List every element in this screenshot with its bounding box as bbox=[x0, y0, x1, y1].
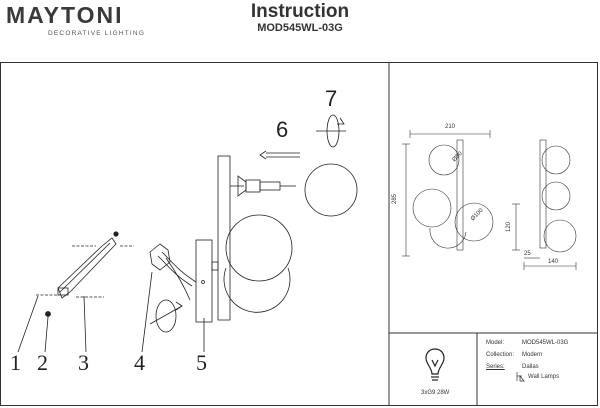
lamp-base-plate bbox=[195, 239, 213, 323]
lamp-base-screw bbox=[211, 261, 219, 271]
arrow-6-head bbox=[259, 150, 267, 160]
document-model: MOD545WL-03G bbox=[257, 22, 343, 34]
globe-upper bbox=[225, 214, 293, 282]
screw-head-bottom bbox=[45, 311, 51, 317]
side-globe-mid bbox=[541, 181, 571, 211]
lamp-body bbox=[217, 155, 231, 321]
step-label-3: 3 bbox=[78, 350, 89, 375]
brand-tagline: DECORATIVE LIGHTING bbox=[48, 30, 146, 37]
rotation-4 bbox=[155, 299, 177, 333]
g9-bulb bbox=[259, 181, 281, 191]
rotation-7-head bbox=[337, 117, 345, 125]
type-value: Wall Lamps bbox=[528, 374, 560, 380]
document-title: Instruction bbox=[250, 1, 350, 22]
wall-lamp-icon bbox=[516, 372, 525, 382]
rotation-4-axis bbox=[149, 305, 183, 325]
leader-4 bbox=[141, 271, 153, 353]
globe-detached bbox=[304, 163, 358, 217]
screw-head-top bbox=[113, 231, 119, 237]
step-label-2: 2 bbox=[37, 350, 48, 375]
bulb-spec: 3xG9 28W bbox=[421, 390, 450, 396]
series-value: Dallas bbox=[522, 364, 539, 370]
series-label: Series: bbox=[486, 364, 505, 370]
dim-side-height-label: 120 bbox=[506, 221, 513, 233]
front-body bbox=[456, 139, 464, 251]
model-value: MOD545WL-03G bbox=[522, 340, 569, 346]
leader-3 bbox=[83, 295, 87, 353]
front-globe-back bbox=[429, 227, 467, 249]
dim-width-label: 210 bbox=[445, 124, 456, 130]
step-label-7: 7 bbox=[325, 86, 338, 111]
dimension-drawing bbox=[402, 130, 577, 270]
socket bbox=[245, 179, 261, 193]
wire-2 bbox=[161, 251, 197, 283]
leader-1 bbox=[17, 295, 39, 353]
collection-value: Modern bbox=[522, 352, 543, 358]
front-globe-left bbox=[412, 188, 452, 228]
step-label-4: 4 bbox=[134, 350, 145, 375]
side-body bbox=[539, 139, 547, 249]
terminal-block bbox=[149, 243, 171, 271]
instruction-frame bbox=[0, 62, 598, 406]
side-globe-low bbox=[543, 219, 577, 253]
collection-label: Collection: bbox=[486, 352, 515, 358]
step-label-1: 1 bbox=[10, 350, 21, 375]
wire-3 bbox=[165, 257, 191, 301]
globe-lower bbox=[223, 267, 291, 313]
bracket-plate bbox=[57, 287, 69, 296]
front-globe-right bbox=[454, 202, 494, 242]
leader-2 bbox=[44, 316, 49, 353]
wire-1 bbox=[157, 255, 193, 287]
dim-side-offset-label: 25 bbox=[524, 251, 531, 257]
bracket-edge bbox=[59, 242, 111, 293]
step-label-6: 6 bbox=[276, 117, 289, 142]
dim-height-label: 285 bbox=[392, 193, 399, 205]
side-globe-top bbox=[541, 145, 571, 175]
dim-side-depth-label: 140 bbox=[548, 259, 559, 265]
rotation-4-head bbox=[175, 301, 183, 311]
brand-logo: MAYTONI bbox=[6, 2, 124, 28]
bulb-icon bbox=[425, 348, 445, 381]
lamp-base-hole bbox=[201, 280, 205, 284]
front-globe-top bbox=[428, 144, 460, 176]
model-label: Model: bbox=[486, 340, 505, 346]
mounting-bracket bbox=[57, 237, 117, 299]
assembly-drawing bbox=[17, 114, 358, 353]
step-label-5: 5 bbox=[196, 350, 207, 375]
